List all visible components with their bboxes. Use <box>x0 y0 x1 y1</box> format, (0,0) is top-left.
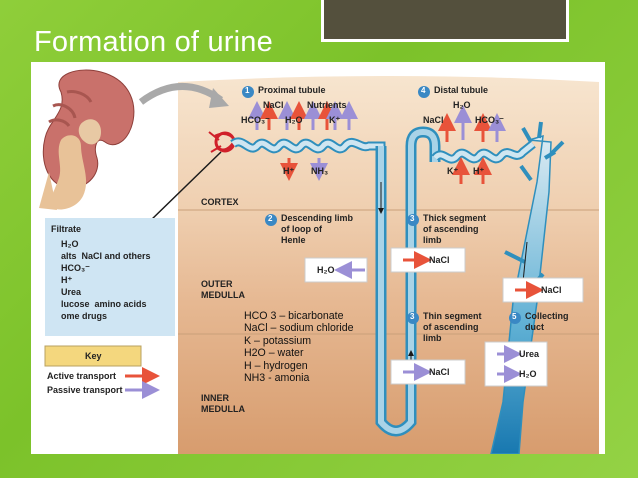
badge-1: 1 <box>245 86 250 95</box>
nephron-diagram <box>39 69 599 454</box>
thick-line1: Thick segment <box>423 213 487 223</box>
region-inner-1: INNER <box>201 393 230 403</box>
distal-k: K⁺ <box>447 166 459 176</box>
segment-badges <box>242 86 521 324</box>
abbreviation-item: NaCl – sodium chloride <box>244 322 354 335</box>
thick-line2: of ascending <box>423 224 479 234</box>
key-title-box <box>44 345 142 367</box>
filtrate-item: ome drugs <box>61 311 108 321</box>
thick-line3: limb <box>423 235 442 245</box>
desc-line1: Descending limb <box>281 213 354 223</box>
distal-title: Distal tubule <box>434 85 489 95</box>
distal-h: H⁺ <box>473 166 485 176</box>
desc-line3: Henle <box>281 235 306 245</box>
thin-line3: limb <box>423 333 442 343</box>
filtrate-item: alts NaCl and others <box>61 251 151 261</box>
kidney-illustration <box>39 69 135 210</box>
abbreviation-item: NH3 - amonia <box>244 372 310 385</box>
abbreviation-item: HCO 3 – bicarbonate <box>244 310 344 322</box>
proximal-h2o: H₂O <box>285 115 303 125</box>
region-outer-2: MEDULLA <box>201 290 245 300</box>
proximal-arrows <box>248 101 358 181</box>
filtrate-title: Filtrate <box>51 224 82 234</box>
proximal-hco3: HCO₃⁻ <box>241 115 270 125</box>
distal-hco3: HCO₃⁻ <box>475 115 504 125</box>
filtrate-item: H⁺ <box>61 275 73 285</box>
title-box <box>321 0 569 42</box>
desc-line2: of loop of <box>281 224 322 234</box>
distal-arrows <box>438 105 506 184</box>
key-active: Active transport <box>47 371 117 381</box>
slide-title: Formation of urine <box>34 26 273 58</box>
distal-h2o: H₂O <box>453 100 471 110</box>
proximal-h: H⁺ <box>283 166 295 176</box>
proximal-nh3: NH₃ <box>311 166 329 176</box>
callout-line <box>148 151 222 223</box>
abbreviation-item: H2O – water <box>244 347 304 360</box>
collect-line2: duct <box>525 322 544 332</box>
filtrate-item: H₂O <box>61 239 79 249</box>
key-title: Key <box>85 351 102 361</box>
badge-3b: 3 <box>410 312 415 321</box>
abbreviation-item: K – potassium <box>244 334 312 347</box>
abbreviation-item: H – hydrogen <box>244 359 308 372</box>
box-label-collect-h2o: H₂O <box>519 369 537 379</box>
proximal-title: Proximal tubule <box>258 85 326 95</box>
box-label-thick-nacl: NaCl <box>429 255 450 265</box>
abbreviation-list: HCO 3 – bicarbonate NaCl – sodium chlori… <box>244 310 354 384</box>
collect-line1: Collecting <box>525 311 569 321</box>
filtrate-item: lucose amino acids <box>61 299 147 309</box>
thin-line1: Thin segment <box>423 311 482 321</box>
proximal-k: K⁺ <box>329 115 341 125</box>
label-layer: 1 Proximal tubule NaCl Nutrients HCO₃⁻ H… <box>31 62 605 454</box>
filtrate-panel <box>45 218 175 336</box>
region-outer-1: OUTER <box>201 279 233 289</box>
proximal-nutrients: Nutrients <box>307 100 347 110</box>
filtrate-item: HCO₃⁻ <box>61 263 90 273</box>
box-label-urea: Urea <box>519 349 540 359</box>
region-inner-2: MEDULLA <box>201 404 245 414</box>
distal-nacl: NaCl <box>423 115 444 125</box>
badge-3a: 3 <box>410 214 415 223</box>
box-label-collecting-nacl: NaCl <box>541 285 562 295</box>
region-cortex: CORTEX <box>201 197 239 207</box>
box-label-thin-nacl: NaCl <box>429 367 450 377</box>
thin-line2: of ascending <box>423 322 479 332</box>
badge-5: 5 <box>512 312 517 321</box>
filtrate-item: Urea <box>61 287 82 297</box>
badge-2: 2 <box>268 214 273 223</box>
box-label-desc-h2o: H₂O <box>317 265 335 275</box>
badge-4: 4 <box>421 86 426 95</box>
key-passive: Passive transport <box>47 385 123 395</box>
proximal-nacl: NaCl <box>263 100 284 110</box>
